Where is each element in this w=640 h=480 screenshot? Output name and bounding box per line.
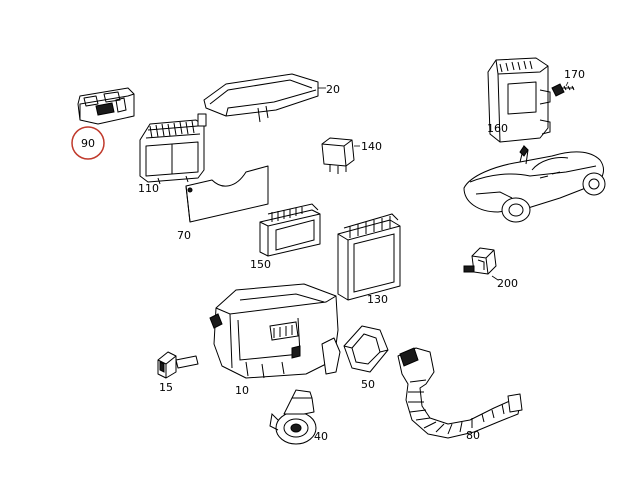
- label-150: 150: [250, 258, 271, 271]
- part-110-fuse-box[interactable]: [139, 113, 207, 185]
- label-20: 20: [326, 83, 340, 96]
- label-110: 110: [138, 182, 159, 195]
- leader-200: [491, 275, 499, 281]
- label-10: 10: [235, 384, 249, 397]
- part-40-blower[interactable]: [269, 389, 317, 445]
- label-70: 70: [177, 229, 191, 242]
- label-80: 80: [466, 429, 480, 442]
- part-130-engine-control-module[interactable]: [337, 213, 401, 301]
- part-10-housing[interactable]: [209, 283, 341, 379]
- label-140: 140: [361, 140, 382, 153]
- part-70-bracket-plate[interactable]: [185, 165, 269, 223]
- part-20-cover-lid[interactable]: [203, 73, 319, 123]
- label-50: 50: [361, 378, 375, 391]
- part-170-screw[interactable]: [551, 83, 575, 97]
- label-130: 130: [367, 293, 388, 306]
- highlight-circle-90: [71, 126, 105, 160]
- part-200-clip[interactable]: [463, 247, 497, 275]
- part-140-relay[interactable]: [321, 137, 355, 174]
- label-170: 170: [564, 68, 585, 81]
- leader-170: [565, 81, 569, 87]
- label-40: 40: [314, 430, 328, 443]
- label-90: 90: [81, 137, 95, 150]
- label-160: 160: [487, 122, 508, 135]
- label-200: 200: [497, 277, 518, 290]
- part-50-gasket[interactable]: [343, 325, 389, 373]
- label-15: 15: [159, 381, 173, 394]
- part-160-control-module[interactable]: [487, 57, 551, 143]
- part-15-connector[interactable]: [157, 351, 199, 379]
- roadster-car-icon: [463, 145, 606, 223]
- part-150-control-unit[interactable]: [259, 203, 321, 257]
- part-80-air-hose[interactable]: [397, 347, 523, 439]
- part-90-relay-module[interactable]: [77, 87, 135, 125]
